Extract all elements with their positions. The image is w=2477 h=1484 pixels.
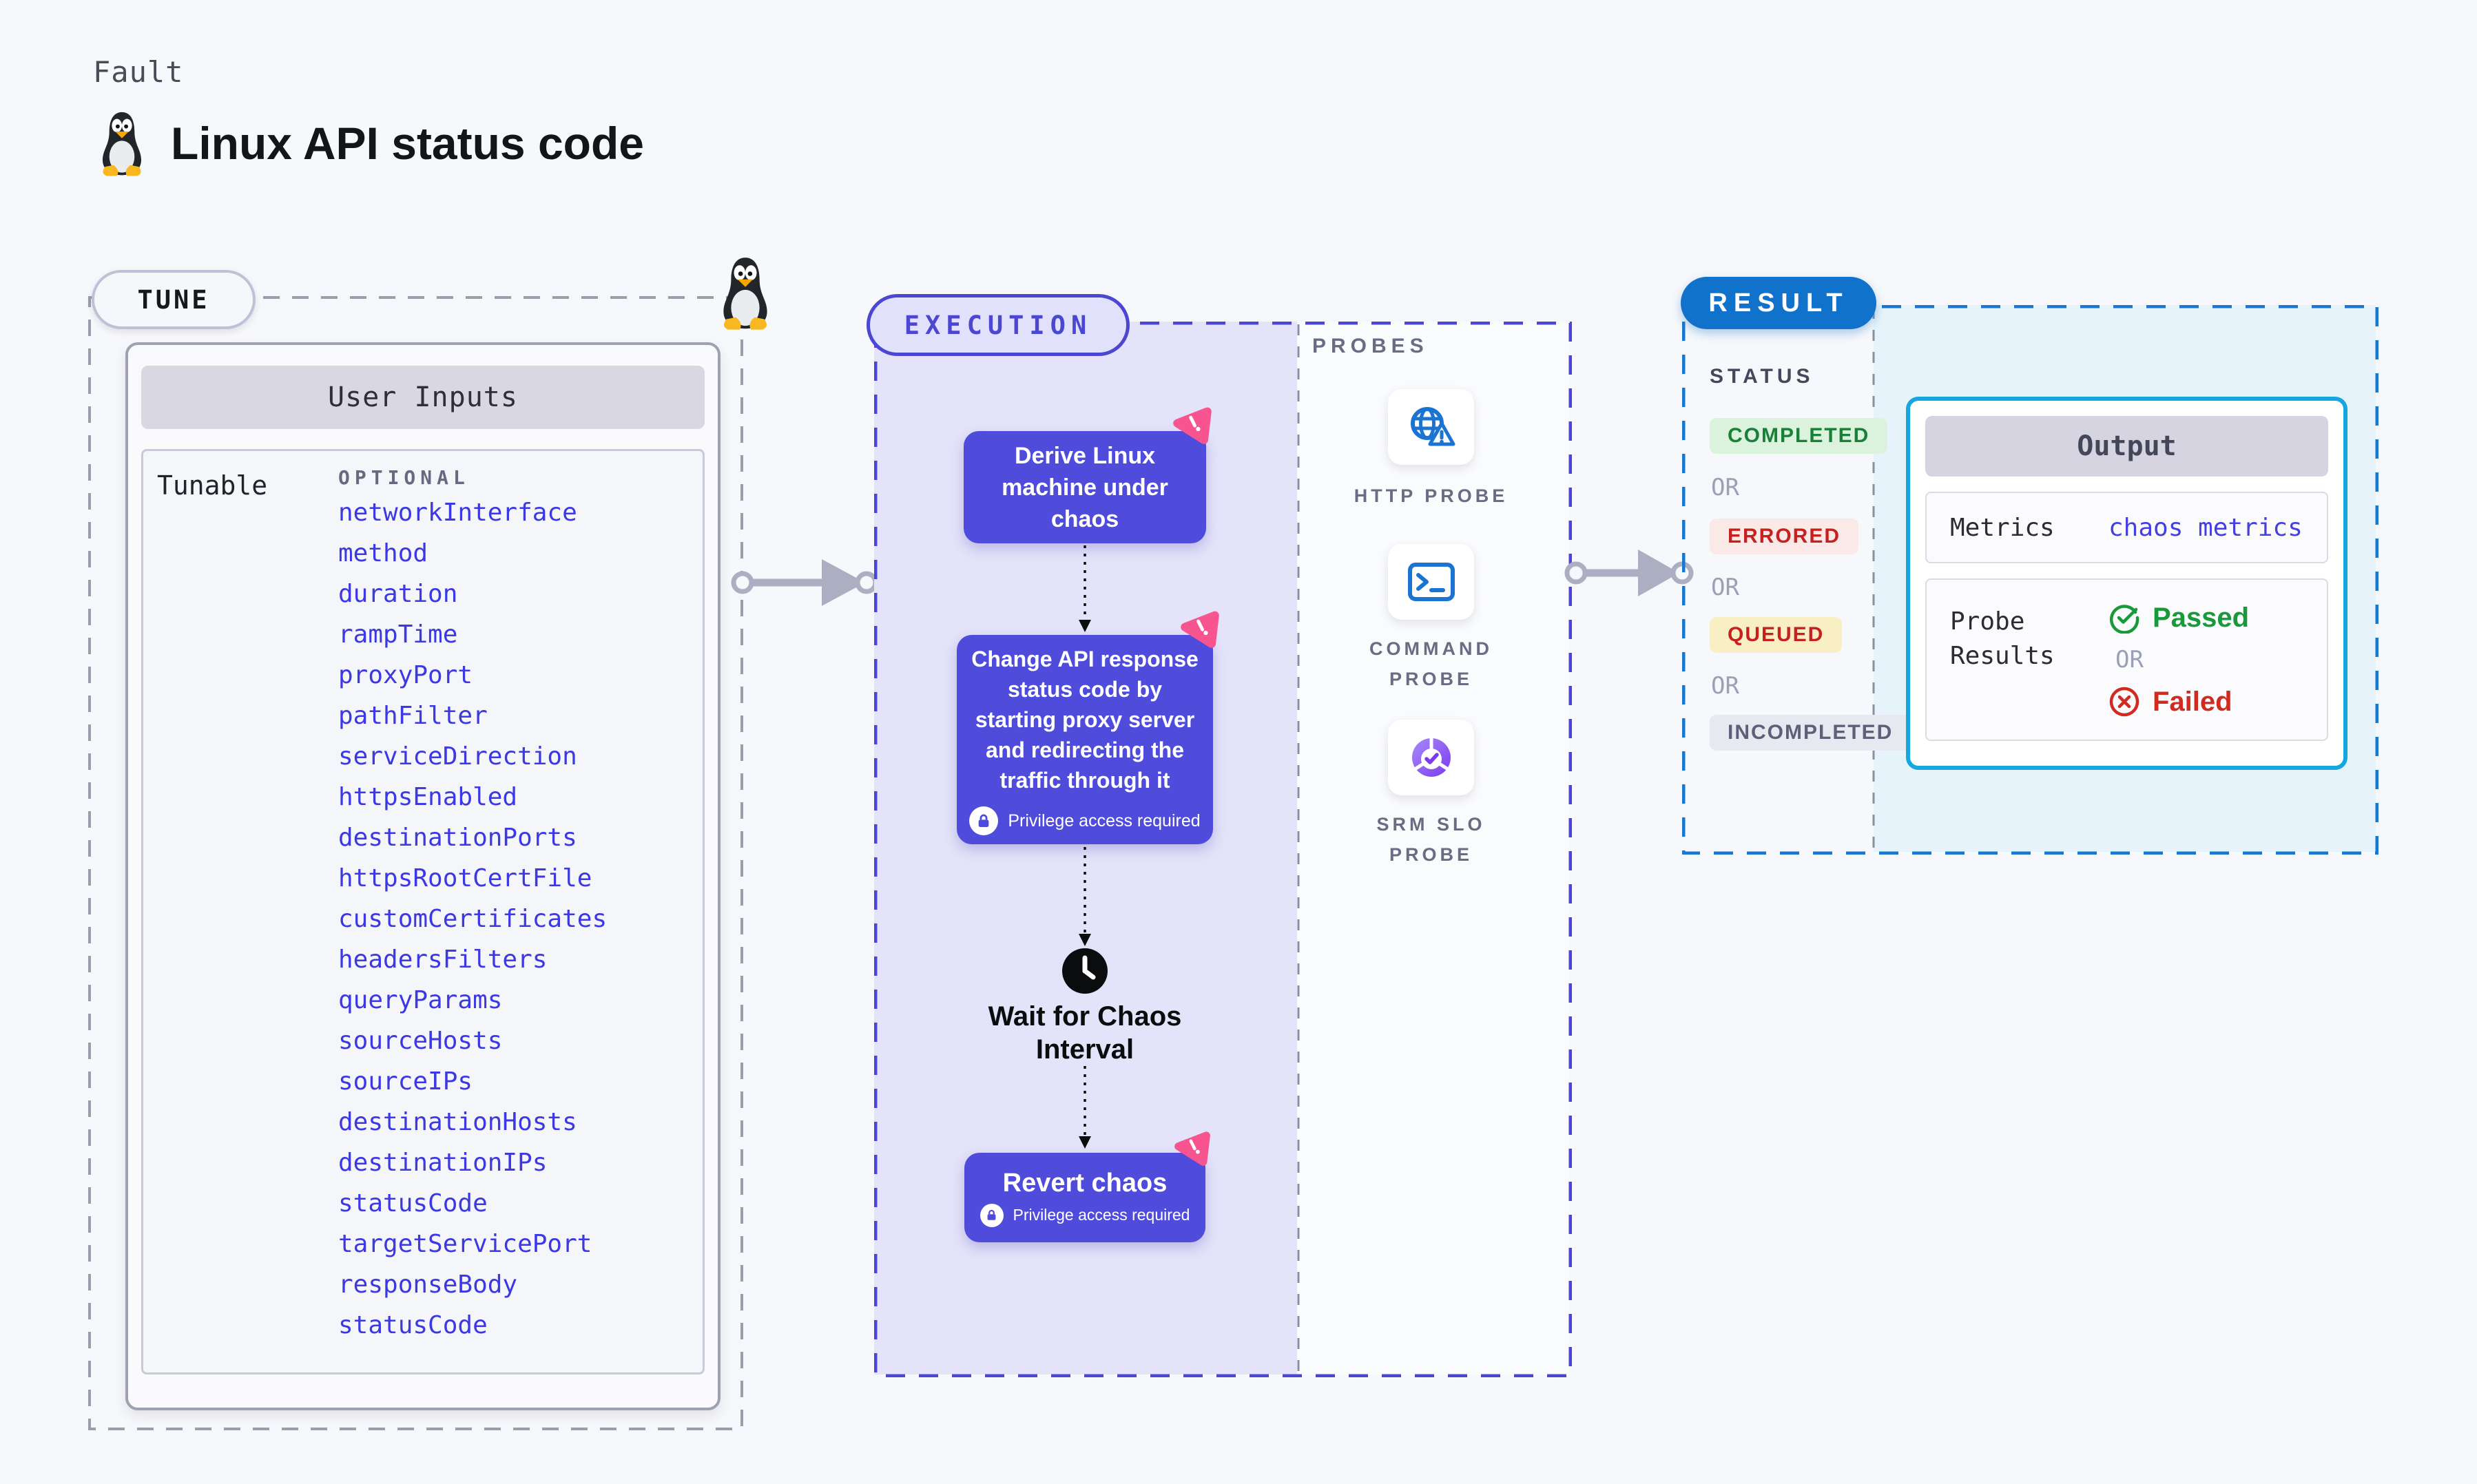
- output-header: Output: [1925, 416, 2328, 477]
- x-circle-icon: [2108, 686, 2140, 718]
- execution-badge: EXECUTION: [867, 294, 1130, 356]
- step-revert-chaos: Revert chaos Privilege access required: [964, 1153, 1205, 1242]
- chaos-icon: [1180, 609, 1220, 649]
- tunable-param: responseBody: [338, 1271, 518, 1299]
- output-card: Output Metrics chaos metrics Probe Resul…: [1906, 397, 2348, 770]
- http-probe-icon: [1407, 404, 1456, 450]
- failed-label: Failed: [2153, 686, 2232, 717]
- privilege-note-row: Privilege access required: [980, 1203, 1190, 1227]
- failed-row: Failed: [2108, 684, 2249, 719]
- or-separator: OR: [2115, 646, 2144, 673]
- step-revert-chaos-label: Revert chaos: [1002, 1168, 1168, 1198]
- http-probe-label: HTTP PROBE: [1354, 485, 1509, 506]
- execution-dashed-box: [874, 322, 1572, 1377]
- probes-section-label: PROBES: [1312, 335, 1429, 357]
- status-badge-completed: COMPLETED: [1710, 418, 1888, 454]
- srm-slo-probe-card: [1388, 720, 1474, 795]
- check-circle-icon: [2108, 602, 2140, 634]
- http-probe-card: [1388, 389, 1474, 465]
- tune-dashed-box: [88, 296, 743, 1430]
- lock-icon: [980, 1203, 1004, 1227]
- or-separator: OR: [1711, 474, 1739, 501]
- tunable-param: networkInterface: [338, 499, 577, 527]
- tunables-table: Tunable OPTIONAL networkInterface method d…: [141, 449, 705, 1375]
- step-wait-label: Wait for Chaos Interval: [988, 1001, 1182, 1065]
- tunable-param: serviceDirection: [338, 742, 577, 771]
- tunable-param-list: networkInterface method duration rampTime pr…: [338, 492, 696, 1346]
- passed-label: Passed: [2153, 602, 2250, 633]
- command-probe-label: COMMAND PROBE: [1369, 638, 1493, 689]
- chaos-icon: [1172, 405, 1212, 445]
- tunable-param: targetServicePort: [338, 1230, 592, 1258]
- user-inputs-title: User Inputs: [328, 382, 518, 413]
- tunable-param: proxyPort: [338, 661, 473, 689]
- tunable-param: httpsEnabled: [338, 783, 518, 811]
- command-probe-icon: [1407, 562, 1455, 602]
- tunable-param: destinationIPs: [338, 1149, 548, 1177]
- privilege-note: Privilege access required: [1008, 811, 1201, 830]
- probe-results-label: Probe Results: [1950, 607, 2055, 670]
- step-inject-chaos: Change API response status code by start…: [957, 635, 1213, 844]
- metrics-label: Metrics: [1950, 513, 2055, 542]
- tunable-param: headersFilters: [338, 945, 548, 974]
- fault-category-label: Fault: [93, 55, 184, 89]
- tunable-param: sourceHosts: [338, 1027, 503, 1055]
- tunable-param: destinationPorts: [338, 824, 577, 852]
- metrics-row: Metrics chaos metrics: [1925, 492, 2328, 563]
- probes-region: [1297, 322, 1569, 1375]
- privilege-note-row: Privilege access required: [969, 806, 1201, 835]
- user-inputs-header: User Inputs: [141, 366, 705, 429]
- tunable-param: queryParams: [338, 986, 503, 1014]
- output-title: Output: [2077, 430, 2177, 462]
- tune-badge: TUNE: [92, 270, 256, 329]
- tunable-param: destinationHosts: [338, 1108, 577, 1136]
- status-section-label: STATUS: [1710, 365, 1814, 388]
- tunable-param: duration: [338, 580, 458, 608]
- tunable-param: statusCode: [338, 1311, 488, 1339]
- tunable-param: customCertificates: [338, 905, 608, 933]
- page-title: Linux API status code: [171, 118, 645, 169]
- privilege-note: Privilege access required: [1013, 1206, 1190, 1224]
- tunable-param: httpsRootCertFile: [338, 864, 592, 892]
- optional-column-label: OPTIONAL: [338, 466, 470, 489]
- srm-slo-probe-icon: [1408, 734, 1455, 781]
- linux-tux-icon-small: [715, 253, 776, 332]
- chaos-icon: [1174, 1129, 1211, 1167]
- or-separator: OR: [1711, 574, 1739, 601]
- page-title-row: Linux API status code: [95, 109, 644, 178]
- command-probe-card: [1388, 544, 1474, 620]
- srm-slo-probe-label: SRM SLO PROBE: [1376, 814, 1486, 865]
- result-badge-label: RESULT: [1708, 288, 1849, 317]
- tunable-param: pathFilter: [338, 702, 488, 730]
- probe-results-values: Passed OR Failed: [2108, 580, 2249, 719]
- passed-row: Passed: [2108, 600, 2249, 635]
- clock-icon: [1062, 948, 1108, 994]
- tunable-param: statusCode: [338, 1189, 488, 1217]
- step-derive-machine-label: Derive Linux machine under chaos: [1002, 442, 1168, 532]
- step-derive-machine: Derive Linux machine under chaos: [964, 431, 1206, 543]
- result-dashed-box: [1682, 305, 2378, 855]
- result-badge: RESULT: [1681, 277, 1876, 329]
- execution-to-result-arrow: [1564, 550, 1694, 596]
- flow-arrow: [1079, 1066, 1091, 1149]
- status-badge-incompleted: INCOMPLETED: [1710, 715, 1911, 751]
- status-badge-queued: QUEUED: [1710, 617, 1843, 653]
- step-inject-chaos-label: Change API response status code by start…: [971, 647, 1199, 793]
- status-badge-errored: ERRORED: [1710, 519, 1859, 554]
- tunable-row-label: Tunable: [157, 470, 268, 501]
- tunable-param: method: [338, 539, 428, 567]
- probe-results-row: Probe Results Passed OR: [1925, 578, 2328, 741]
- tunable-param: rampTime: [338, 620, 458, 649]
- execution-badge-label: EXECUTION: [904, 310, 1092, 340]
- linux-tux-icon: [95, 109, 149, 178]
- lock-icon: [969, 806, 999, 835]
- flow-arrow: [1079, 545, 1091, 632]
- or-separator: OR: [1711, 672, 1739, 700]
- tunable-param: sourceIPs: [338, 1067, 473, 1096]
- tune-to-execution-arrow: [731, 559, 878, 606]
- tune-badge-label: TUNE: [137, 284, 210, 315]
- metrics-value: chaos metrics: [2108, 513, 2303, 542]
- flow-arrow: [1079, 847, 1091, 946]
